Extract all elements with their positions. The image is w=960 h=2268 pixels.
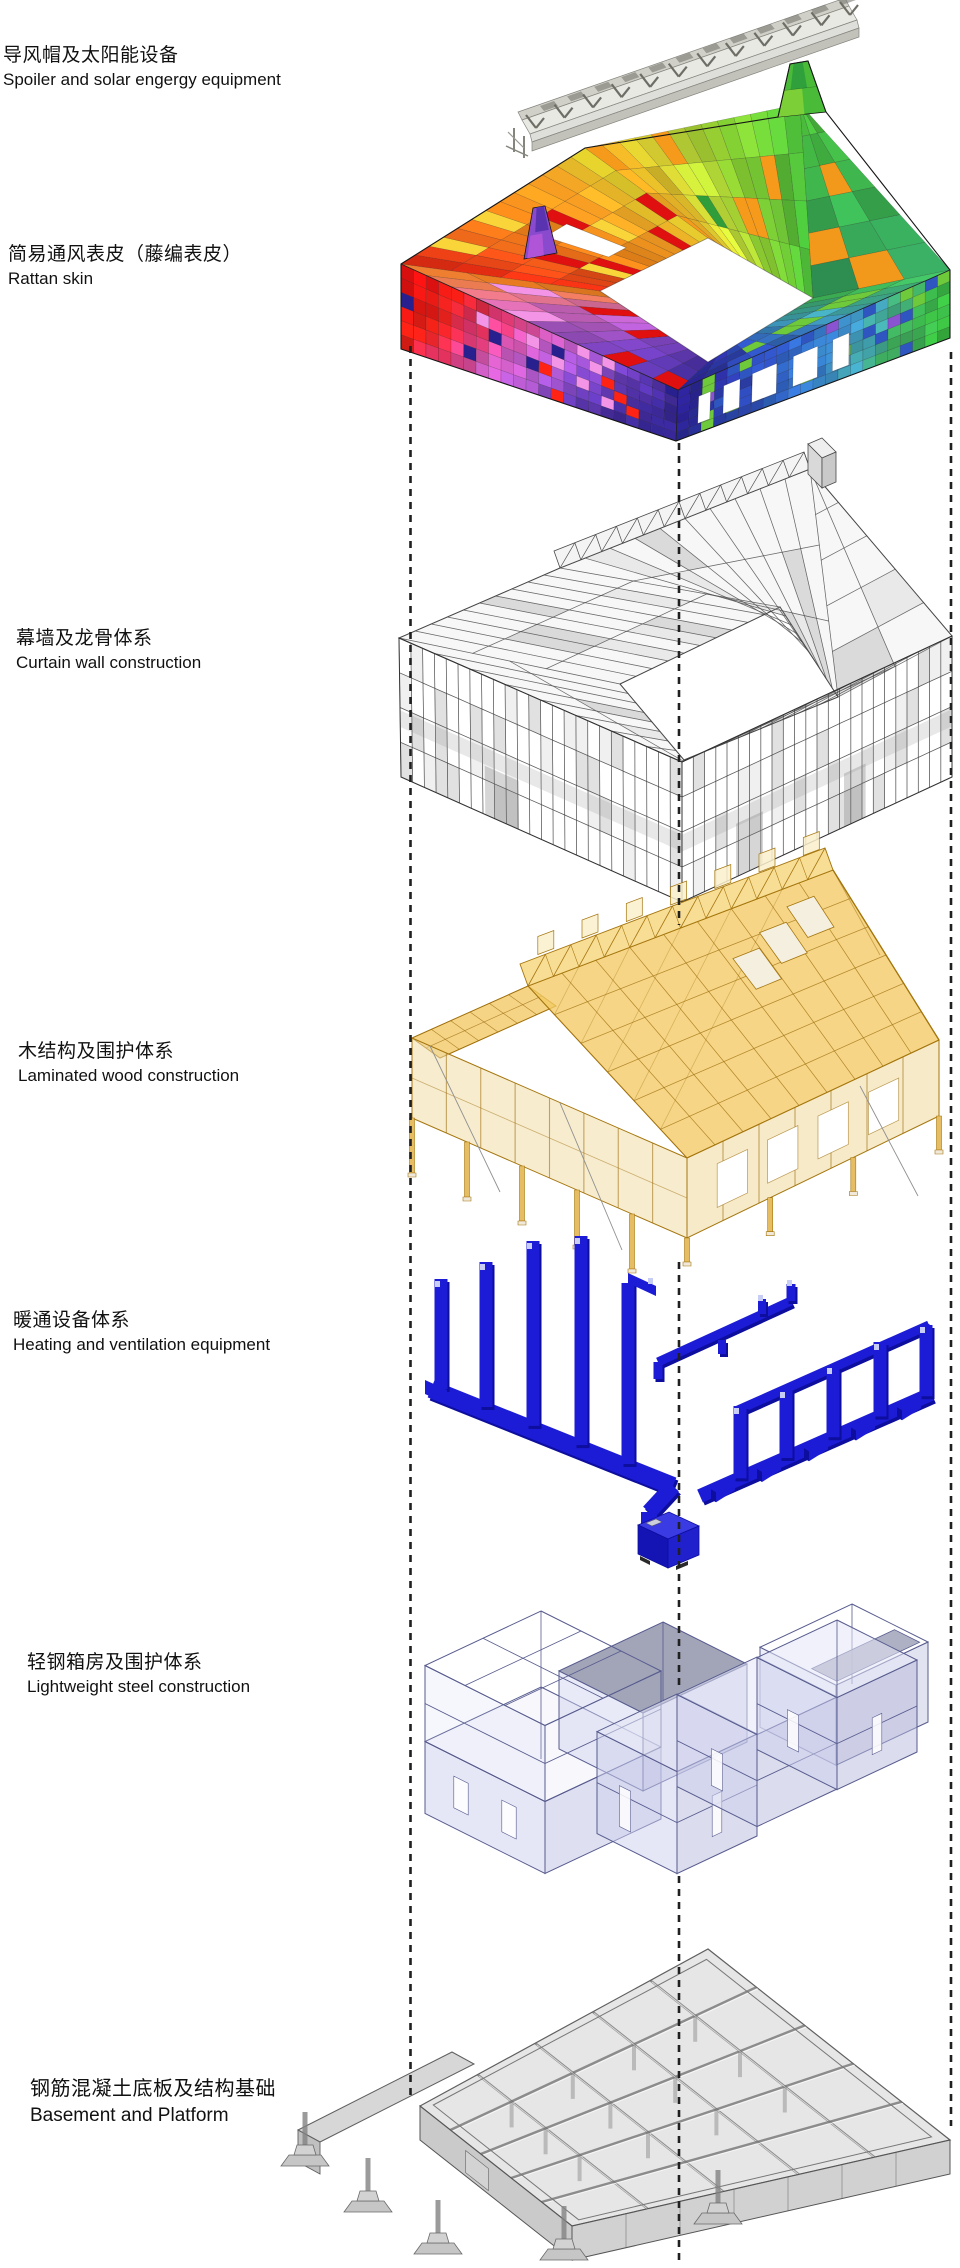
- hvac-ducts-illustration: [425, 1236, 936, 1570]
- layer-label-wood: 木结构及围护体系 Laminated wood construction: [18, 1040, 239, 1087]
- layer-label-spoiler: 导风帽及太阳能设备 Spoiler and solar engergy equi…: [3, 44, 281, 91]
- label-zh: 导风帽及太阳能设备: [3, 45, 179, 66]
- label-zh: 暖通设备体系: [13, 1310, 131, 1331]
- alignment-guides: [409, 346, 953, 2264]
- curtain-wall-illustration: [397, 437, 953, 903]
- label-zh: 简易通风表皮（藤编表皮）: [8, 244, 243, 265]
- label-en: Curtain wall construction: [16, 653, 202, 673]
- label-zh: 轻钢箱房及围护体系: [27, 1652, 203, 1673]
- layer-label-curtain: 幕墙及龙骨体系 Curtain wall construction: [16, 627, 201, 674]
- label-en: Rattan skin: [8, 269, 94, 289]
- label-en: Lightweight steel construction: [27, 1677, 251, 1697]
- label-zh: 幕墙及龙骨体系: [16, 628, 153, 649]
- label-zh: 木结构及围护体系: [18, 1041, 175, 1062]
- label-en: Heating and ventilation equipment: [13, 1335, 271, 1355]
- spoiler-solar-illustration: [505, 0, 860, 158]
- basement-illustration: [280, 1948, 952, 2262]
- label-en: Spoiler and solar engergy equipment: [3, 70, 281, 90]
- label-en: Basement and Platform: [30, 2105, 229, 2127]
- layer-label-basement: 钢筋混凝土底板及结构基础 Basement and Platform: [30, 2077, 276, 2128]
- rattan-skin-illustration: [400, 60, 951, 442]
- layer-label-rattan: 简易通风表皮（藤编表皮） Rattan skin: [8, 243, 242, 290]
- wood-structure-illustration: [407, 830, 944, 1274]
- layer-label-hvac: 暖通设备体系 Heating and ventilation equipment: [13, 1309, 270, 1356]
- label-en: Laminated wood construction: [18, 1066, 240, 1086]
- layer-label-steel: 轻钢箱房及围护体系 Lightweight steel construction: [27, 1651, 250, 1698]
- label-zh: 钢筋混凝土底板及结构基础: [30, 2078, 276, 2100]
- steel-modules-illustration: [423, 1603, 930, 1875]
